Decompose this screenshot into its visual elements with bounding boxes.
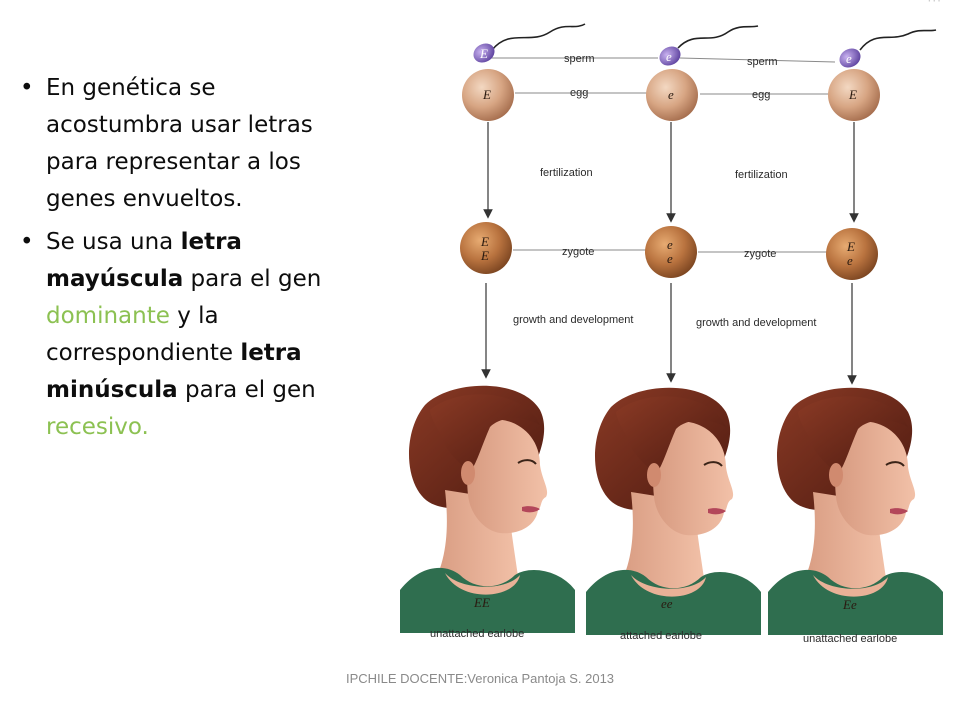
phenotype-label: attached earlobe — [620, 630, 702, 642]
sperm-label: sperm — [747, 56, 778, 68]
footer-credit: IPCHILE DOCENTE:Veronica Pantoja S. 2013 — [0, 671, 960, 686]
bullet-item-1: • En genética se acostumbra usar letras … — [20, 70, 355, 218]
column-ee-recessive: e e e e ee attached earlobe — [586, 26, 761, 642]
zygote-allele-bottom: e — [847, 253, 853, 268]
column-ee-dominant: E E E E EE unattached earlobe — [400, 24, 585, 640]
fertilization-label: fertilization — [540, 167, 593, 179]
phenotype-label: unattached earlobe — [430, 628, 524, 640]
bullet-1-text: En genética se acostumbra usar letras pa… — [46, 75, 313, 212]
sperm-tail — [860, 30, 936, 50]
bullet-2-text-d: para el gen — [178, 377, 316, 403]
zygote-allele-top: E — [846, 239, 855, 254]
sperm-allele: E — [479, 46, 488, 61]
zygote-label: zygote — [744, 248, 776, 260]
sperm-allele: e — [846, 51, 852, 66]
bullet-dot-icon: • — [20, 70, 34, 107]
egg-label: egg — [570, 87, 588, 99]
fertilization-label: fertilization — [735, 169, 788, 181]
bullet-dot-icon: • — [20, 224, 34, 261]
growth-label: growth and development — [513, 314, 633, 326]
egg-label: egg — [752, 89, 770, 101]
zygote-allele-bottom: e — [667, 251, 673, 266]
zygote-label: zygote — [562, 246, 594, 258]
zygote-allele-top: e — [667, 237, 673, 252]
sperm-allele: e — [666, 49, 672, 64]
bullet-list: • En genética se acostumbra usar letras … — [20, 70, 355, 452]
phenotype-label: unattached earlobe — [803, 633, 897, 645]
sperm-tail — [492, 24, 585, 50]
growth-label: growth and development — [696, 317, 816, 329]
genotype-label: EE — [473, 595, 490, 610]
egg-allele: E — [482, 87, 491, 102]
bullet-2-text-b: para el gen — [183, 266, 321, 292]
zygote-allele-bottom: E — [480, 248, 489, 263]
earlobe-genetics-diagram: E E E E EE unattached earlobe e e e e ee… — [380, 0, 950, 660]
recessive-term: recesivo. — [46, 414, 149, 440]
bullet-item-2: • Se usa una letra mayúscula para el gen… — [20, 224, 355, 446]
genotype-label: ee — [661, 596, 673, 611]
portrait-image — [586, 388, 761, 635]
column-ee-heterozygous: e E E e Ee unattached earlobe — [768, 30, 943, 645]
sperm-label: sperm — [564, 53, 595, 65]
egg-allele: E — [848, 87, 857, 102]
sperm-tail — [678, 26, 758, 48]
bullet-2-text-a: Se usa una — [46, 229, 181, 255]
zygote-allele-top: E — [480, 234, 489, 249]
egg-allele: e — [668, 87, 674, 102]
dominant-term: dominante — [46, 303, 170, 329]
genotype-label: Ee — [842, 597, 857, 612]
